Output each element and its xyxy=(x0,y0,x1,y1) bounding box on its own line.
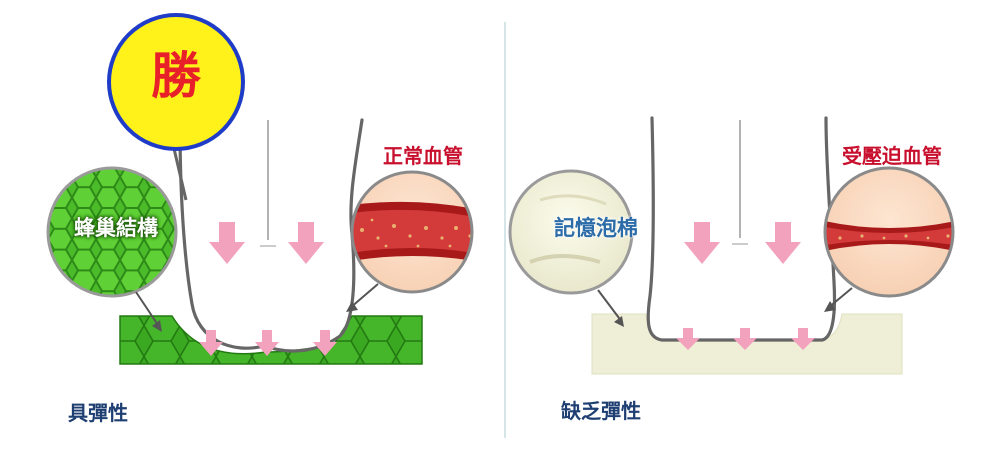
normal-vessel-label: 正常血管 xyxy=(383,144,463,168)
left-foot-outline xyxy=(178,118,364,353)
memory-foam-label: 記憶泡棉 xyxy=(554,216,638,240)
normal-vessel-circle xyxy=(352,172,472,292)
elastic-caption: 具彈性 xyxy=(68,401,128,425)
honeycomb-structure-circle xyxy=(48,168,176,296)
pressure-arrow-icon xyxy=(199,330,223,356)
pressure-arrow-icon xyxy=(733,328,757,350)
inelastic-caption: 缺乏彈性 xyxy=(561,399,641,423)
pressure-arrow-icon xyxy=(765,222,801,264)
pressure-arrow-icon xyxy=(313,330,337,356)
compressed-vessel-label: 受壓迫血管 xyxy=(842,144,942,168)
pressure-arrow-icon xyxy=(684,222,720,264)
compressed-vessel-circle xyxy=(825,168,953,296)
pressure-arrow-icon xyxy=(255,330,279,356)
pressure-arrow-icon xyxy=(791,328,815,350)
win-badge-text: 勝 xyxy=(151,47,201,105)
win-badge xyxy=(107,13,245,151)
pressure-arrow-icon xyxy=(209,222,245,264)
memory-foam-circle xyxy=(510,171,632,293)
pressure-arrow-icon xyxy=(288,222,324,264)
honeycomb-structure-label: 蜂巢結構 xyxy=(74,216,158,240)
pressure-arrow-icon xyxy=(676,328,700,350)
